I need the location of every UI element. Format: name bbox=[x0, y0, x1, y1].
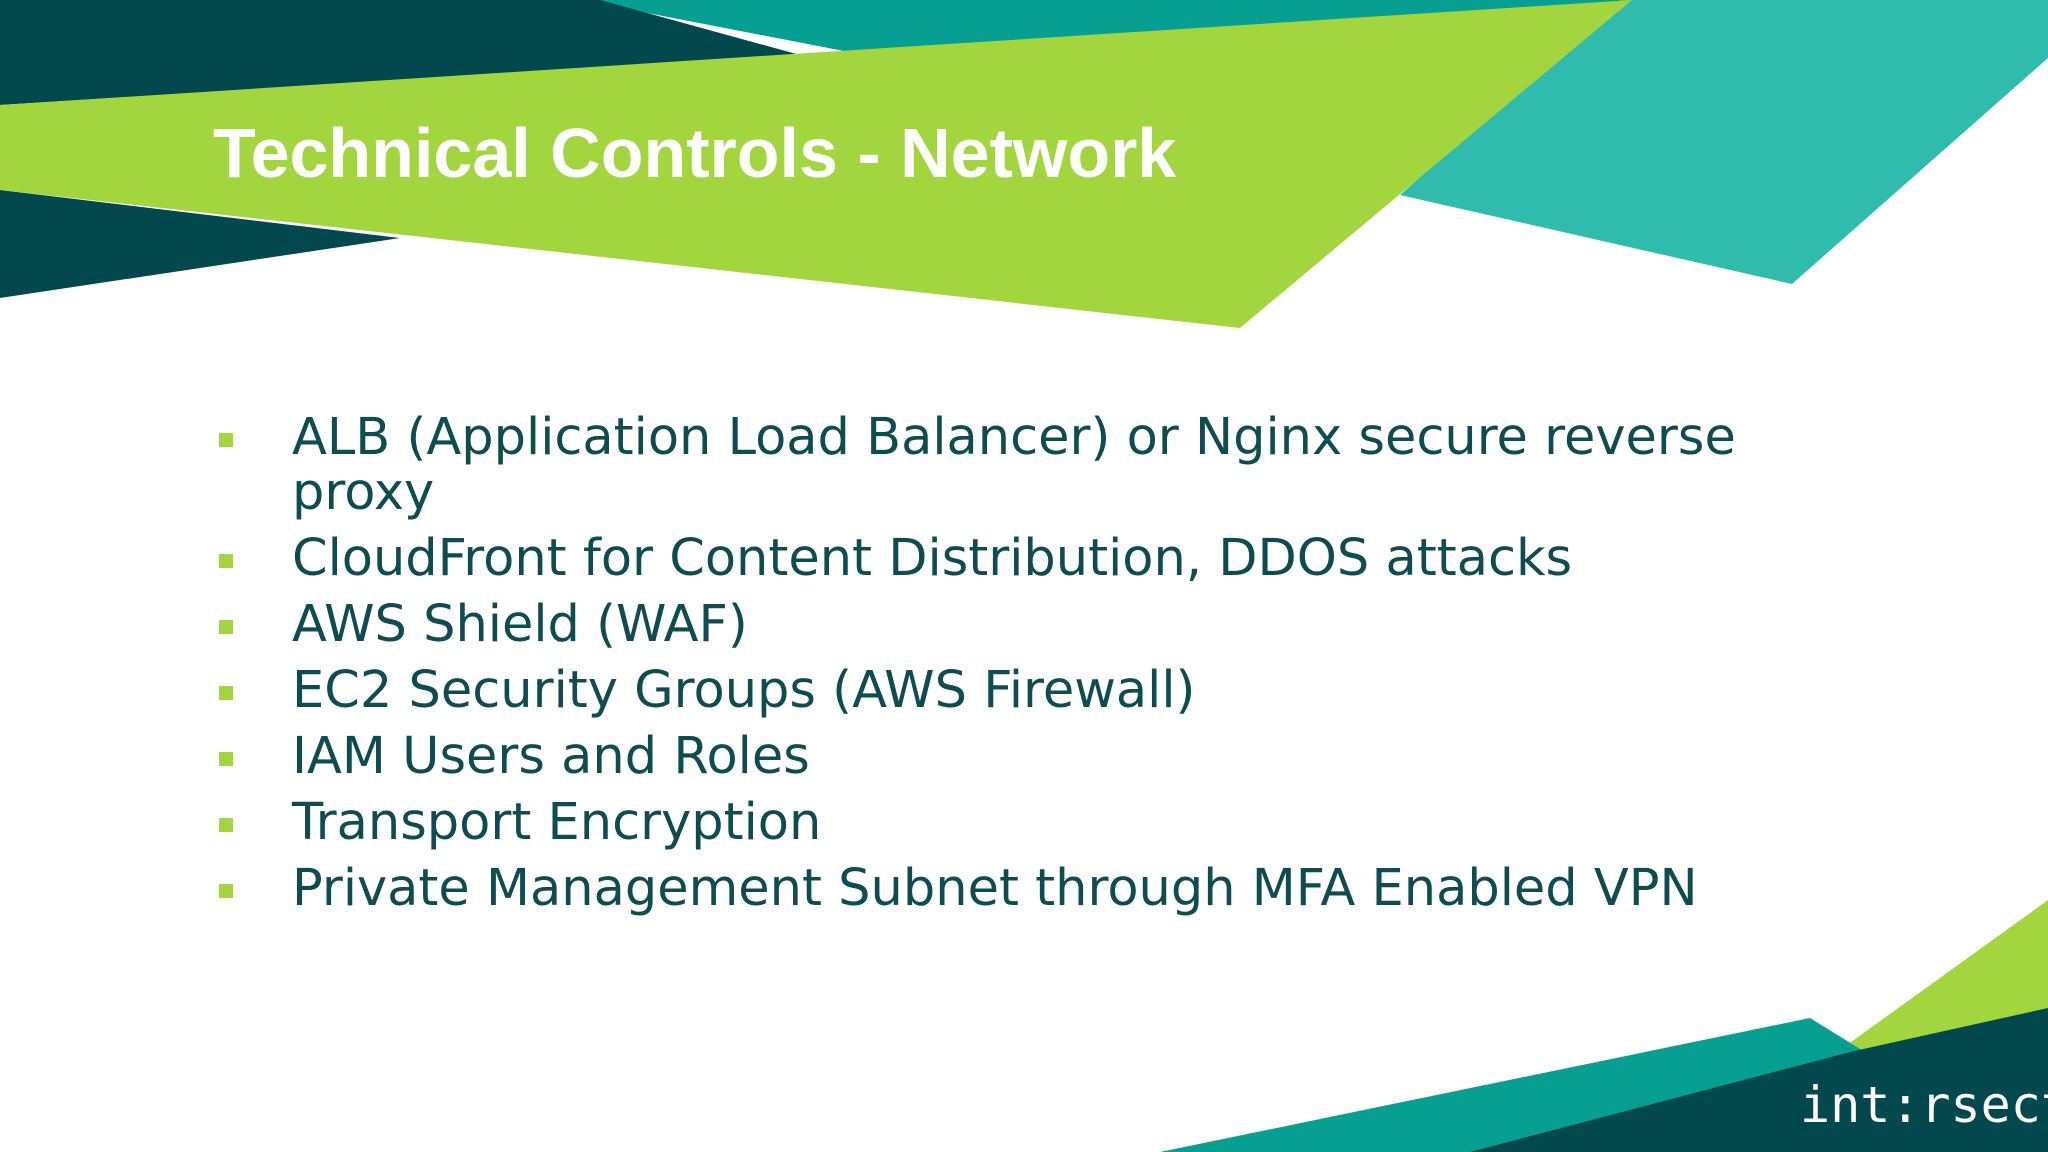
slide-title: Technical Controls - Network bbox=[213, 114, 1177, 192]
top-left-dark-band bbox=[0, 0, 800, 105]
square-bullet-icon bbox=[219, 620, 233, 634]
bullet-item: IAM Users and Roles bbox=[214, 729, 1774, 784]
square-bullet-icon bbox=[219, 554, 233, 568]
bullet-text: ALB (Application Load Balancer) or Nginx… bbox=[292, 408, 1736, 522]
bullet-item: EC2 Security Groups (AWS Firewall) bbox=[214, 663, 1774, 718]
bullet-text: AWS Shield (WAF) bbox=[292, 595, 748, 654]
bullet-text: IAM Users and Roles bbox=[292, 727, 810, 786]
bullet-item: CloudFront for Content Distribution, DDO… bbox=[214, 531, 1774, 586]
bullet-text: EC2 Security Groups (AWS Firewall) bbox=[292, 661, 1196, 720]
bullet-text: Private Management Subnet through MFA En… bbox=[292, 859, 1698, 918]
left-lower-dark-band bbox=[0, 190, 400, 298]
square-bullet-icon bbox=[219, 433, 233, 447]
bottom-right-lime-wedge bbox=[1840, 900, 2048, 1050]
bullet-text: Transport Encryption bbox=[292, 793, 822, 852]
lime-title-banner bbox=[0, 0, 1632, 328]
square-bullet-icon bbox=[219, 884, 233, 898]
bottom-right-dark-band bbox=[1470, 1008, 2048, 1152]
bullet-item: Private Management Subnet through MFA En… bbox=[214, 861, 1774, 916]
square-bullet-icon bbox=[219, 818, 233, 832]
bullet-text: CloudFront for Content Distribution, DDO… bbox=[292, 529, 1573, 588]
top-right-light-teal-wedge bbox=[1400, 0, 2048, 284]
square-bullet-icon bbox=[219, 752, 233, 766]
square-bullet-icon bbox=[219, 686, 233, 700]
bullet-item: AWS Shield (WAF) bbox=[214, 597, 1774, 652]
intersect-logo: int:rsect bbox=[1800, 1076, 2048, 1134]
bullet-item: ALB (Application Load Balancer) or Nginx… bbox=[214, 410, 1774, 520]
bullet-item: Transport Encryption bbox=[214, 795, 1774, 850]
bullet-list: ALB (Application Load Balancer) or Nginx… bbox=[214, 410, 1774, 927]
